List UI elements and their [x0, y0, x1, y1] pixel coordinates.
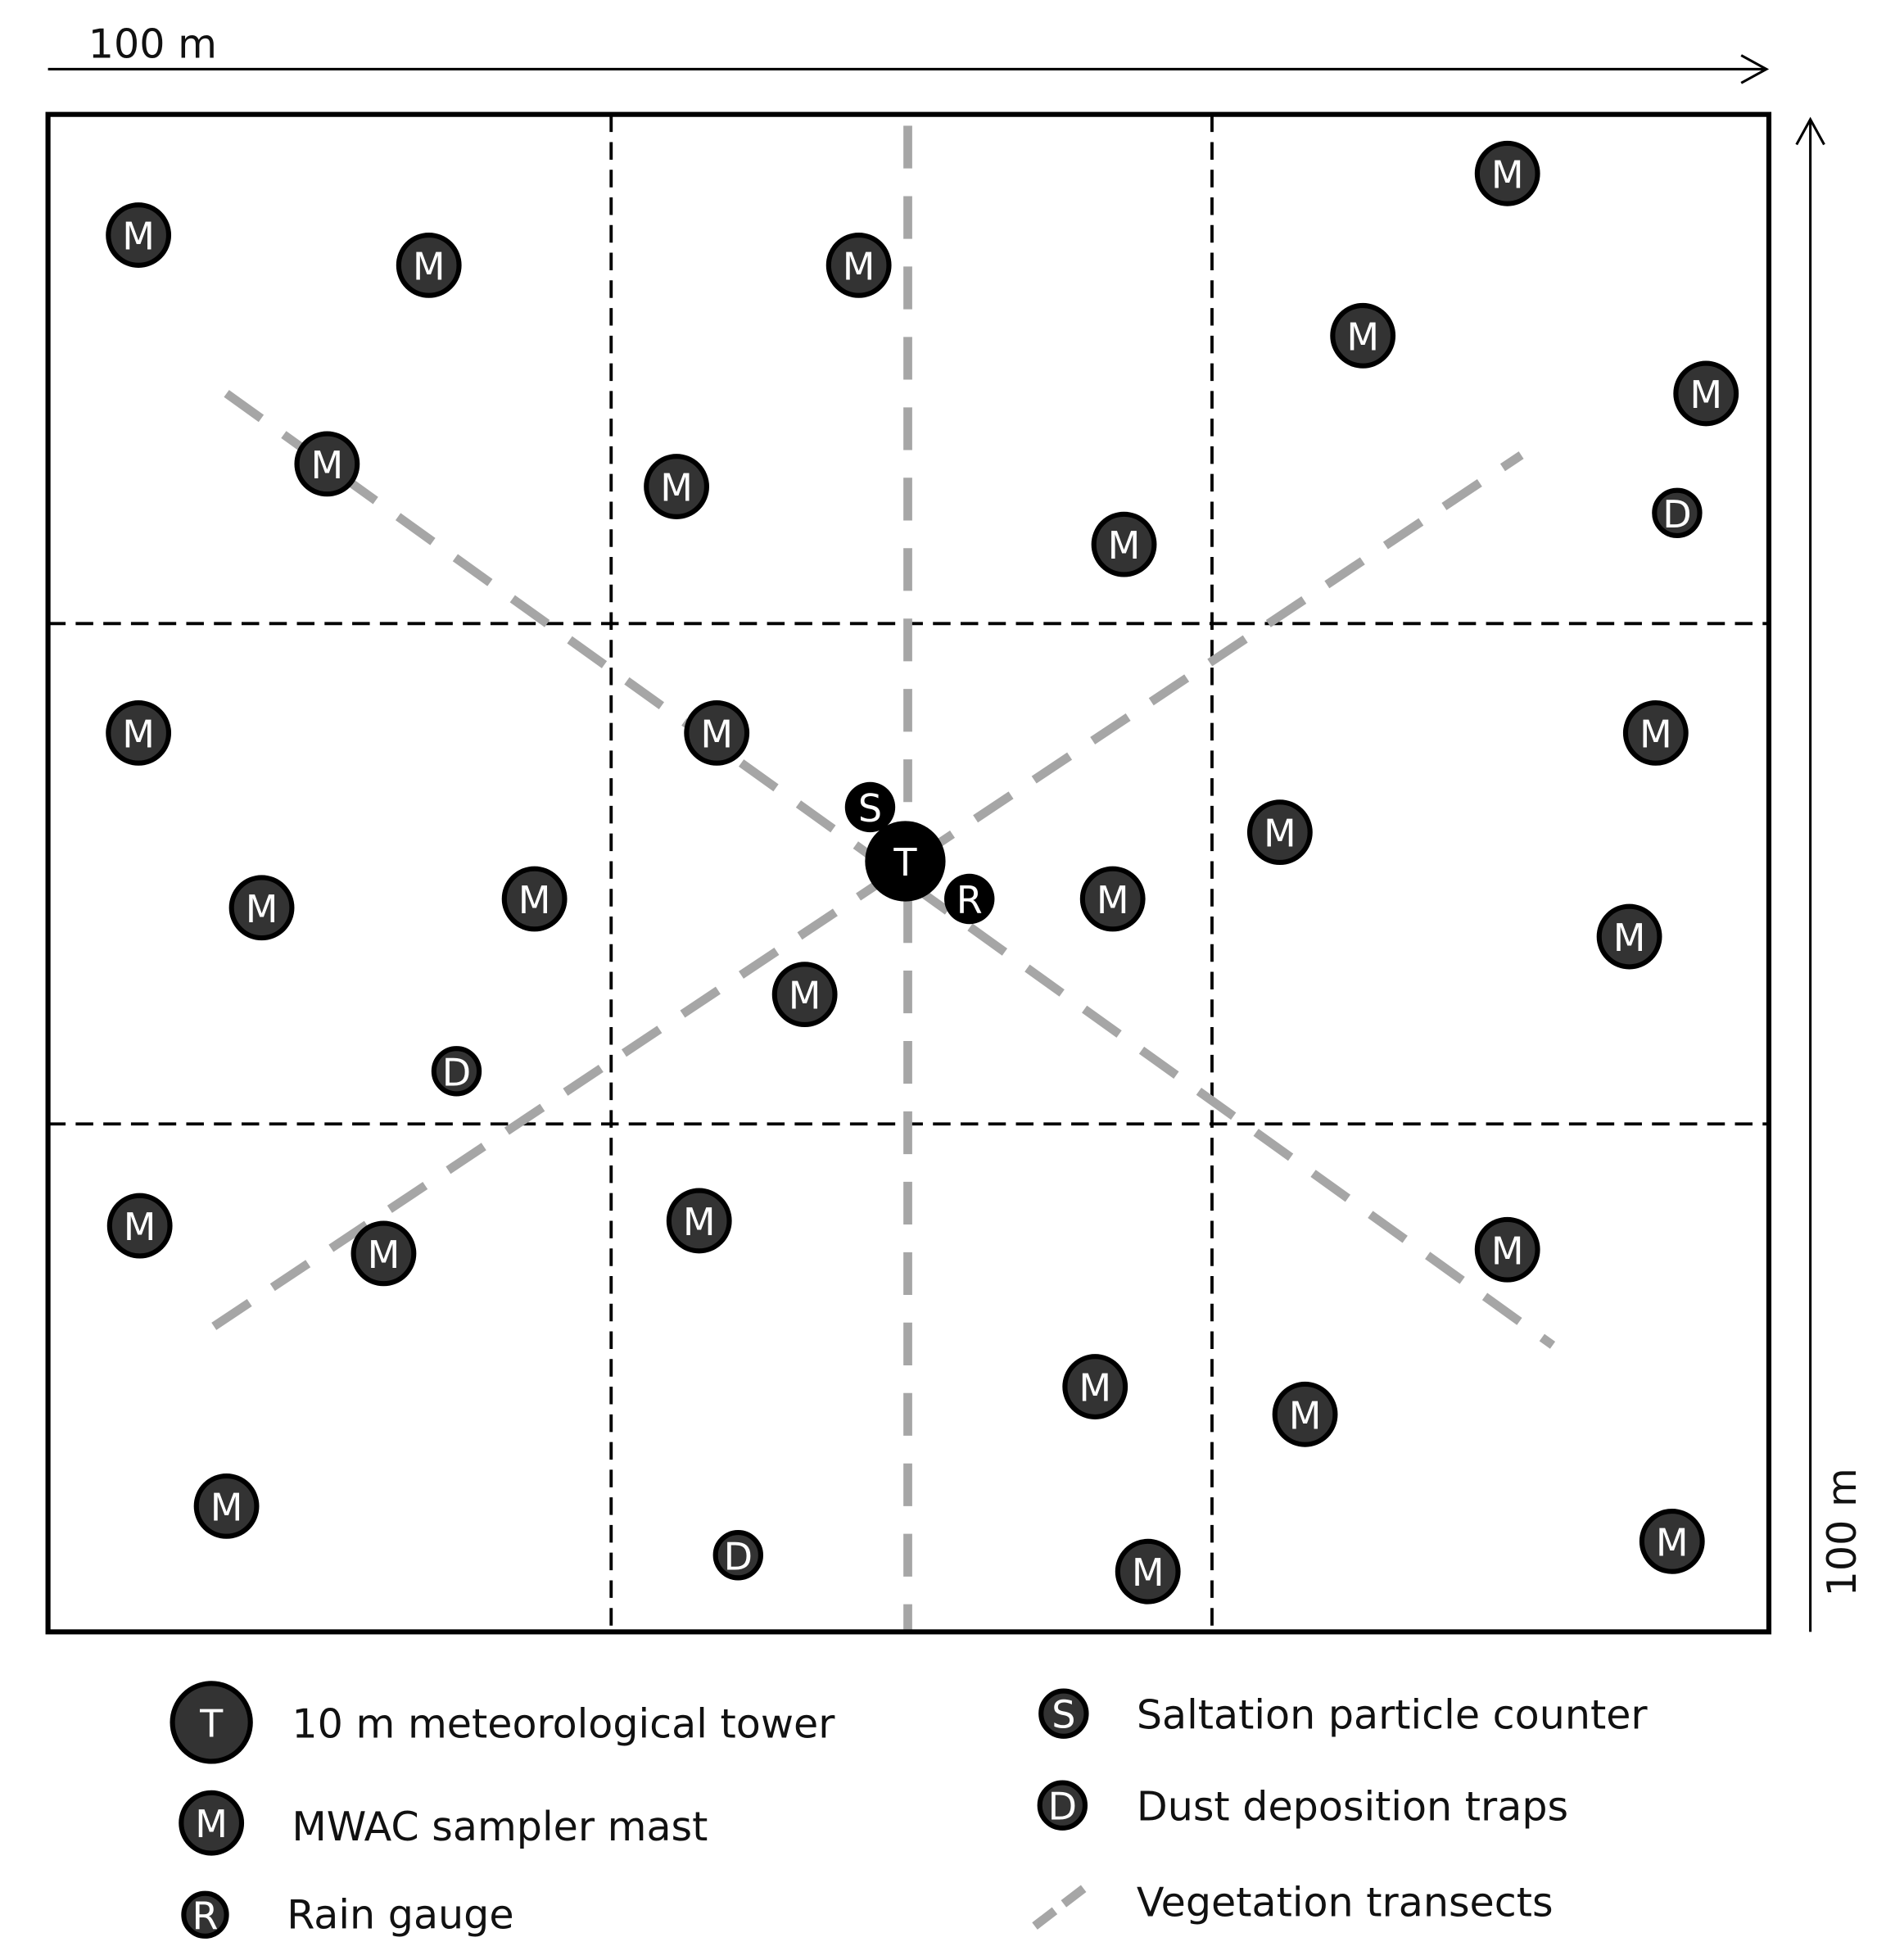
- legend-symbol-r: R: [181, 1890, 229, 1939]
- legend-symbol-s: S: [1038, 1688, 1089, 1739]
- mwac-mast-marker: M: [1246, 799, 1313, 866]
- mwac-mast-marker-letter: M: [1491, 152, 1524, 197]
- mwac-mast-marker-letter: M: [1613, 916, 1646, 960]
- mwac-mast-marker: M: [666, 1188, 732, 1254]
- vertical-scale-label: 100 m: [1818, 1468, 1866, 1596]
- mwac-mast-marker-letter: M: [1346, 315, 1379, 359]
- mwac-mast-marker-letter: M: [1079, 1366, 1111, 1410]
- mwac-mast-marker: M: [396, 232, 462, 298]
- mwac-mast-marker-letter: M: [1289, 1393, 1322, 1437]
- mwac-mast-marker: M: [1474, 140, 1540, 206]
- mwac-mast-marker-letter: M: [413, 244, 445, 288]
- legend-label: 10 m meteorological tower: [292, 1700, 835, 1747]
- met-tower-marker-letter: T: [893, 840, 917, 885]
- met-tower-marker: T: [865, 821, 946, 902]
- saltation-counter-marker-letter: S: [858, 786, 882, 831]
- dust-trap-marker-letter: D: [724, 1534, 753, 1578]
- dust-trap-marker-letter: D: [442, 1050, 471, 1094]
- mwac-mast-marker-letter: M: [124, 1205, 156, 1249]
- mwac-mast-marker-letter: M: [368, 1233, 400, 1277]
- mwac-mast-marker-letter: M: [1097, 878, 1129, 922]
- legend-symbol-d: D: [1037, 1780, 1088, 1831]
- mwac-mast-marker: M: [684, 699, 750, 766]
- plot-boundary: [45, 111, 1772, 1635]
- rain-gauge-marker: R: [944, 873, 995, 925]
- mwac-mast-marker-letter: M: [843, 244, 875, 288]
- legend-symbol-t-letter: T: [199, 1701, 224, 1745]
- rain-gauge-marker-letter: R: [957, 878, 983, 922]
- legend-label: Saltation particle counter: [1137, 1691, 1649, 1739]
- mwac-mast-marker: M: [228, 875, 295, 941]
- mwac-mast-marker-letter: M: [246, 887, 278, 931]
- mwac-mast-marker-letter: M: [122, 215, 155, 259]
- dust-trap-marker-letter: D: [1662, 492, 1691, 536]
- mwac-mast-marker-letter: M: [1132, 1550, 1165, 1595]
- mwac-mast-marker: M: [106, 1193, 173, 1259]
- vertical-scale: 100 m: [1795, 116, 1866, 1632]
- mwac-mast-marker-letter: M: [683, 1200, 716, 1244]
- dust-trap-marker: D: [712, 1530, 764, 1581]
- legend-symbol-m: M: [179, 1790, 245, 1856]
- dust-trap-marker: D: [431, 1046, 482, 1097]
- markers: M M M M M M M M M M M M M M M M M M M M M M M M M M M D D D S RT: [106, 140, 1739, 1605]
- mwac-mast-marker: M: [644, 454, 709, 519]
- mwac-mast-marker: M: [1272, 1381, 1338, 1447]
- mwac-mast-marker-letter: M: [122, 712, 155, 756]
- mwac-mast-marker: M: [1062, 1354, 1128, 1419]
- legend-label: Dust deposition traps: [1137, 1783, 1568, 1831]
- mwac-mast-marker-letter: M: [1108, 523, 1141, 568]
- legend-symbol-m-letter: M: [195, 1802, 228, 1846]
- legend-label: Vegetation transects: [1137, 1878, 1554, 1926]
- mwac-mast-marker-letter: M: [1264, 812, 1296, 856]
- mwac-mast-marker: M: [351, 1220, 417, 1287]
- legend-symbol-t: T: [170, 1681, 253, 1764]
- mwac-mast-marker: M: [1596, 903, 1662, 970]
- mwac-mast-marker-letter: M: [311, 443, 344, 487]
- mwac-mast-marker-letter: M: [518, 878, 551, 922]
- horizontal-scale-label: 100 m: [88, 20, 217, 68]
- mwac-mast-marker: M: [1673, 360, 1739, 427]
- mwac-mast-marker: M: [1079, 866, 1146, 932]
- mwac-mast-marker-letter: M: [1656, 1520, 1689, 1564]
- legend-label: Rain gauge: [287, 1891, 513, 1939]
- legend-symbol-d-letter: D: [1048, 1785, 1077, 1829]
- mwac-mast-marker: M: [1115, 1538, 1181, 1605]
- saltation-counter-marker: S: [844, 781, 896, 833]
- mwac-mast-marker-letter: M: [700, 712, 733, 756]
- mwac-mast-marker: M: [294, 431, 360, 497]
- legend-symbol-r-letter: R: [192, 1894, 218, 1938]
- mwac-mast-marker: M: [771, 962, 838, 1028]
- mwac-mast-marker-letter: M: [1491, 1229, 1524, 1273]
- mwac-mast-marker-letter: M: [210, 1485, 243, 1529]
- legend-symbol-s-letter: S: [1052, 1693, 1075, 1737]
- legend-label: MWAC sampler mast: [292, 1803, 708, 1850]
- mwac-mast-marker: M: [501, 866, 568, 932]
- mwac-mast-marker: M: [1091, 511, 1157, 577]
- mwac-mast-marker-letter: M: [1640, 712, 1672, 756]
- mwac-mast-marker: M: [106, 202, 172, 268]
- mwac-mast-marker-letter: M: [789, 974, 821, 1018]
- mwac-mast-marker: M: [106, 699, 172, 766]
- mwac-mast-marker: M: [1639, 1508, 1705, 1574]
- mwac-mast-marker: M: [1622, 699, 1689, 766]
- mwac-mast-marker-letter: M: [660, 466, 693, 510]
- mwac-mast-marker: M: [193, 1473, 260, 1539]
- mwac-mast-marker: M: [1474, 1216, 1540, 1283]
- legend-transect-dash-icon: [1032, 1885, 1087, 1930]
- dust-trap-marker: D: [1652, 487, 1703, 538]
- mwac-mast-marker: M: [1330, 302, 1396, 369]
- mwac-mast-marker: M: [825, 232, 892, 298]
- mwac-mast-marker-letter: M: [1689, 373, 1722, 417]
- horizontal-scale: 100 m: [47, 20, 1770, 84]
